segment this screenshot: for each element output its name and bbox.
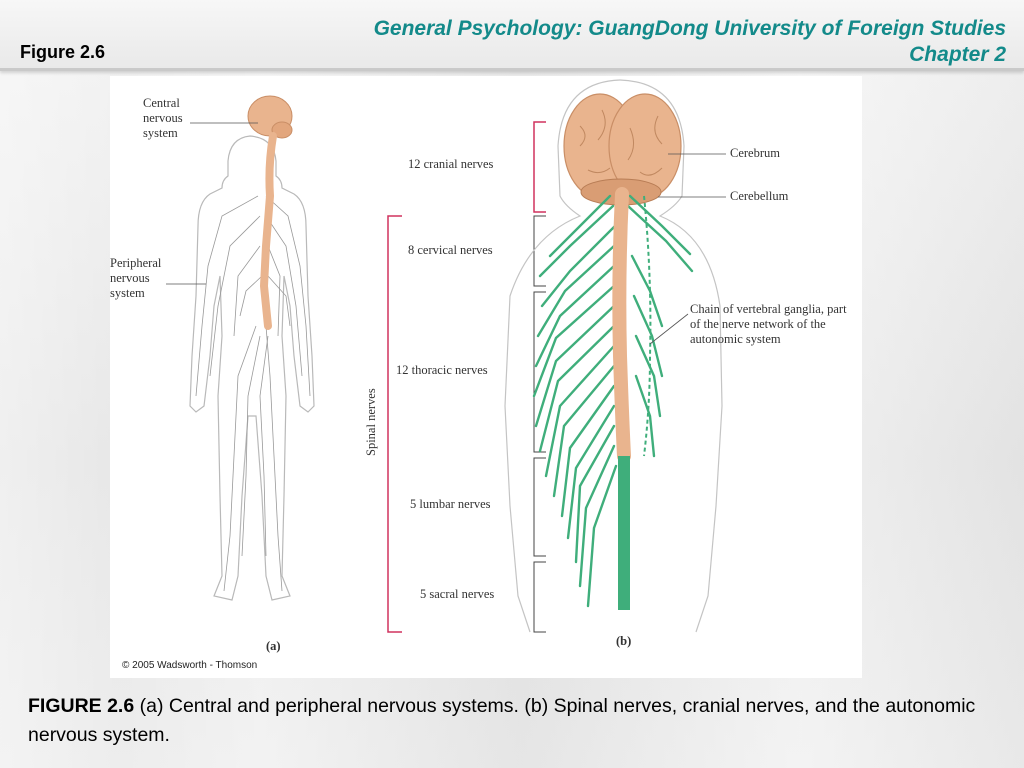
label-spinal-nerves: Spinal nerves bbox=[364, 388, 378, 456]
body-outline-b bbox=[504, 79, 723, 633]
bracket-sacral bbox=[533, 561, 546, 633]
bracket-spinal bbox=[387, 215, 402, 633]
label-ganglia-2: of the nerve network of the bbox=[690, 317, 826, 331]
nervous-system-diagram: Central nervous system Peripheral nervou… bbox=[110, 79, 847, 671]
labels-b: Cerebrum Cerebellum Chain of vertebral g… bbox=[616, 146, 847, 648]
spinal-cord-b bbox=[612, 187, 631, 463]
spinal-cord-a bbox=[259, 132, 277, 330]
course-title-line1: General Psychology: GuangDong University… bbox=[373, 17, 1006, 40]
label-pns-2: nervous bbox=[110, 271, 150, 285]
label-cerebellum: Cerebellum bbox=[730, 189, 789, 203]
label-pns-3: system bbox=[110, 286, 145, 300]
label-ganglia-3: autonomic system bbox=[690, 332, 781, 346]
header-bar: Figure 2.6 General Psychology: GuangDong… bbox=[0, 0, 1024, 71]
copyright-notice: © 2005 Wadsworth - Thomson bbox=[122, 660, 257, 671]
label-cns-1: Central bbox=[143, 96, 180, 110]
label-lumbar: 5 lumbar nerves bbox=[410, 497, 491, 511]
figure-caption: FIGURE 2.6 (a) Central and peripheral ne… bbox=[28, 692, 1003, 750]
spinal-nerves-b bbox=[532, 194, 694, 608]
cerebellum-a bbox=[271, 121, 293, 139]
course-title: General Psychology: GuangDong University… bbox=[374, 16, 1006, 68]
panel-letter-a: (a) bbox=[266, 639, 281, 653]
label-sacral: 5 sacral nerves bbox=[420, 587, 494, 601]
label-cerebrum: Cerebrum bbox=[730, 146, 780, 160]
labels-middle: 12 cranial nerves 8 cervical nerves 12 t… bbox=[364, 157, 494, 601]
panel-letter-b: (b) bbox=[616, 634, 631, 648]
label-cervical: 8 cervical nerves bbox=[408, 243, 493, 257]
bracket-lumbar bbox=[533, 457, 546, 557]
slide-label: Figure 2.6 bbox=[20, 42, 106, 62]
caption-text: (a) Central and peripheral nervous syste… bbox=[28, 695, 976, 746]
spinal-brackets bbox=[387, 121, 546, 633]
labels-a: Central nervous system Peripheral nervou… bbox=[110, 96, 281, 653]
figure-image: Central nervous system Peripheral nervou… bbox=[110, 76, 862, 678]
label-cns-3: system bbox=[143, 126, 178, 140]
peripheral-nerves-a bbox=[195, 195, 311, 592]
body-outline-a bbox=[189, 135, 315, 601]
label-cns-2: nervous bbox=[143, 111, 183, 125]
course-title-line2: Chapter 2 bbox=[909, 43, 1006, 66]
label-ganglia-1: Chain of vertebral ganglia, part bbox=[690, 302, 847, 316]
ganglia-chain-b bbox=[643, 195, 652, 457]
cns-a bbox=[247, 95, 293, 330]
label-cranial: 12 cranial nerves bbox=[408, 157, 494, 171]
caption-lead: FIGURE 2.6 bbox=[28, 695, 135, 717]
bracket-cranial bbox=[533, 121, 546, 213]
label-pns-1: Peripheral bbox=[110, 256, 162, 270]
label-thoracic: 12 thoracic nerves bbox=[396, 363, 488, 377]
